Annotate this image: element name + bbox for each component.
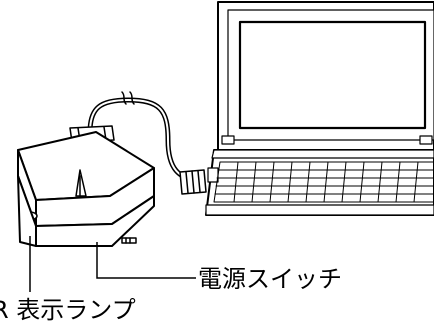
- power-switch-label: 電源スイッチ: [198, 265, 342, 293]
- usb-cable: [87, 91, 207, 195]
- laptop-lid: [217, 1, 434, 151]
- usb-plug: [179, 169, 207, 195]
- laptop-base: [205, 149, 434, 216]
- drive-logo-icon: [75, 169, 87, 197]
- laptop-keyboard: [213, 161, 434, 203]
- external-drive: [17, 125, 155, 247]
- power-switch-leader: [96, 242, 196, 279]
- status-lamp-label: R 表示ランプ: [0, 296, 136, 323]
- callout-lines: [29, 236, 196, 292]
- laptop: [205, 1, 434, 216]
